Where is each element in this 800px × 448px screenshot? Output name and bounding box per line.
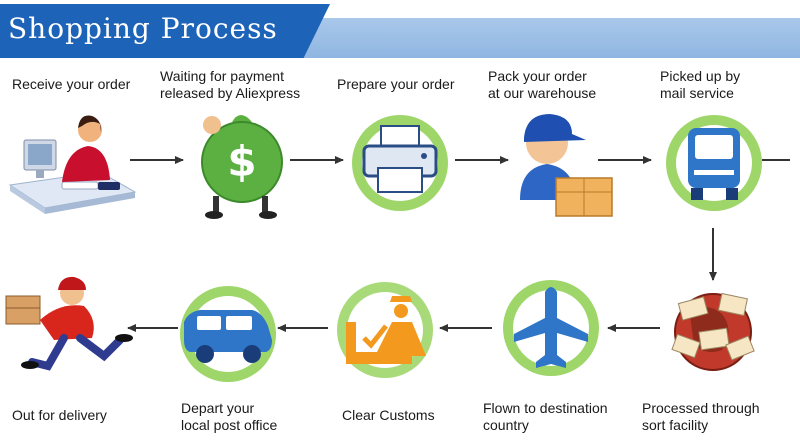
warehouse-worker-icon <box>520 114 613 217</box>
step-label-payment: Waiting for payment released by Aliexpre… <box>160 68 301 101</box>
step-label-depart: Depart your local post office <box>181 400 278 433</box>
banner-tab <box>0 4 330 58</box>
step-label-prepare: Prepare your order <box>337 76 455 92</box>
step-label-out-for-delivery: Out for delivery <box>12 407 107 423</box>
money-bag-icon: $ <box>201 115 283 219</box>
svg-text:$: $ <box>227 137 256 186</box>
step-label-sort-facility: Processed through sort facility <box>642 400 760 433</box>
computer-user-icon <box>8 115 137 214</box>
customs-officer-icon <box>337 282 433 378</box>
truck-icon <box>666 115 762 211</box>
step-label-receive: Receive your order <box>12 76 131 92</box>
printer-icon <box>352 115 448 211</box>
airplane-icon <box>503 280 599 376</box>
delivery-man-icon <box>5 276 133 371</box>
step-label-picked-up: Picked up by mail service <box>660 68 741 101</box>
step-label-flown: Flown to destination country <box>483 400 608 433</box>
header-banner: Shopping Process <box>0 0 800 64</box>
globe-envelopes-icon <box>671 292 755 371</box>
step-label-customs: Clear Customs <box>342 407 435 423</box>
page-title: Shopping Process <box>8 12 278 45</box>
step-label-pack: Pack your order at our warehouse <box>488 68 597 101</box>
car-icon <box>180 286 276 382</box>
